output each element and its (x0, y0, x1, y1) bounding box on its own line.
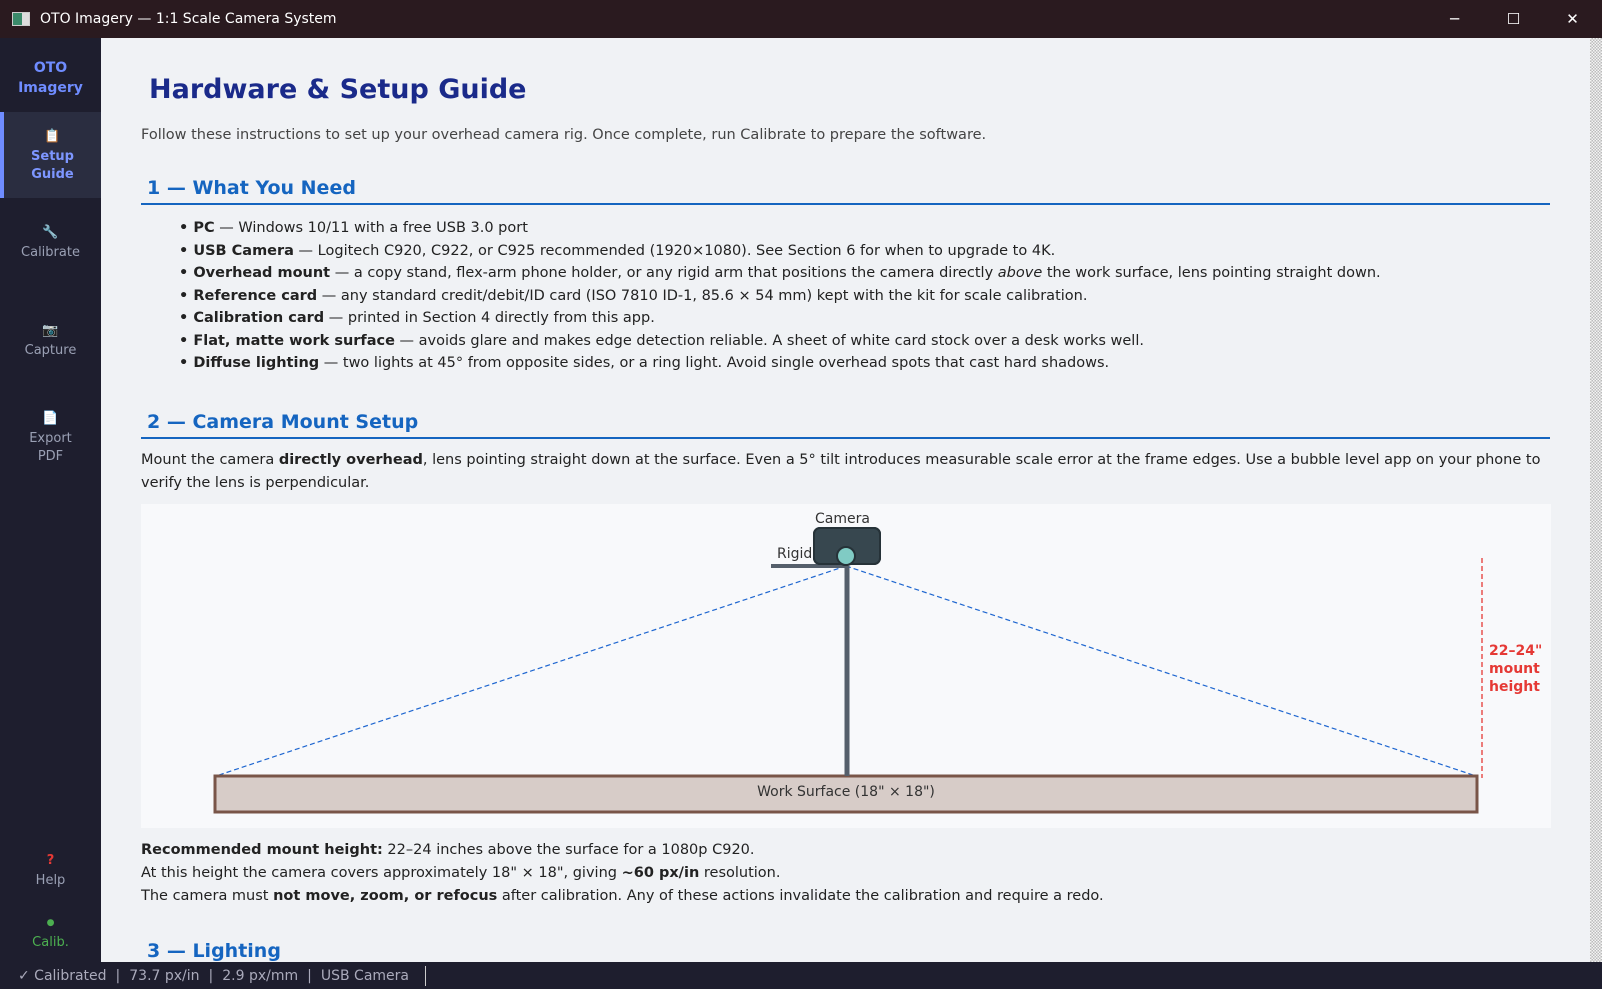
maximize-button[interactable]: ☐ (1506, 10, 1521, 28)
section-heading: 3 — Lighting (147, 939, 281, 962)
document-icon: 📄 (42, 411, 59, 426)
section-heading: 2 — Camera Mount Setup (141, 411, 1550, 439)
camera-source: USB Camera (320, 967, 409, 984)
clipboard-icon: 📋 (44, 129, 61, 144)
list-item: Calibration card — printed in Section 4 … (179, 307, 1550, 330)
title-bar: OTO Imagery — 1:1 Scale Camera System ─ … (0, 0, 1602, 38)
close-button[interactable]: ✕ (1566, 10, 1579, 28)
work-surface (213, 774, 1479, 813)
scrollbar[interactable] (1590, 38, 1602, 962)
section-heading: 1 — What You Need (141, 177, 1550, 205)
calibration-indicator: ● Calib. (0, 900, 101, 966)
mount-diagram: Camera Rigid arm Work Surface (18" × 18"… (141, 503, 1551, 828)
mount-notes: Recommended mount height: 22–24 inches a… (141, 841, 1104, 904)
list-item: Flat, matte work surface — avoids glare … (179, 330, 1550, 353)
sidebar-item-help[interactable]: ? Help (0, 838, 101, 904)
ppmm-readout: 2.9 px/mm (222, 967, 299, 984)
app-icon (12, 12, 30, 26)
mount-paragraph: Mount the camera directly overhead, lens… (141, 451, 1541, 491)
list-item: Reference card — any standard credit/deb… (179, 285, 1550, 308)
page-title: Hardware & Setup Guide (149, 74, 527, 105)
list-item: Overhead mount — a copy stand, flex-arm … (179, 262, 1550, 285)
camera-icon: 📷 (42, 323, 59, 338)
list-item: USB Camera — Logitech C920, C922, or C92… (179, 240, 1550, 263)
status-dot-icon: ● (46, 918, 55, 928)
wrench-icon: 🔧 (42, 225, 59, 240)
arm-label: Rigid arm (777, 545, 845, 562)
list-item: Diffuse lighting — two lights at 45° fro… (179, 352, 1550, 375)
main-content: Hardware & Setup Guide Follow these inst… (101, 38, 1590, 962)
calibration-status: ✓ Calibrated (18, 967, 107, 984)
status-bar: ✓ Calibrated| 73.7 px/in| 2.9 px/mm| USB… (0, 962, 1602, 989)
help-icon: ? (46, 853, 55, 868)
sidebar-item-capture[interactable]: 📷 Capture (0, 308, 101, 374)
requirements-list: PC — Windows 10/11 with a free USB 3.0 p… (179, 217, 1550, 375)
view-line-right (845, 564, 1477, 777)
list-item: PC — Windows 10/11 with a free USB 3.0 p… (179, 217, 1550, 240)
ppi-readout: 73.7 px/in (129, 967, 200, 984)
window-title: OTO Imagery — 1:1 Scale Camera System (40, 11, 337, 27)
view-line-left (215, 564, 847, 777)
sidebar-item-calibrate[interactable]: 🔧 Calibrate (0, 210, 101, 276)
camera-label: Camera (815, 510, 870, 527)
minimize-button[interactable]: ─ (1449, 10, 1460, 28)
surface-label: Work Surface (18" × 18") (757, 783, 935, 800)
intro-text: Follow these instructions to set up your… (141, 127, 987, 143)
